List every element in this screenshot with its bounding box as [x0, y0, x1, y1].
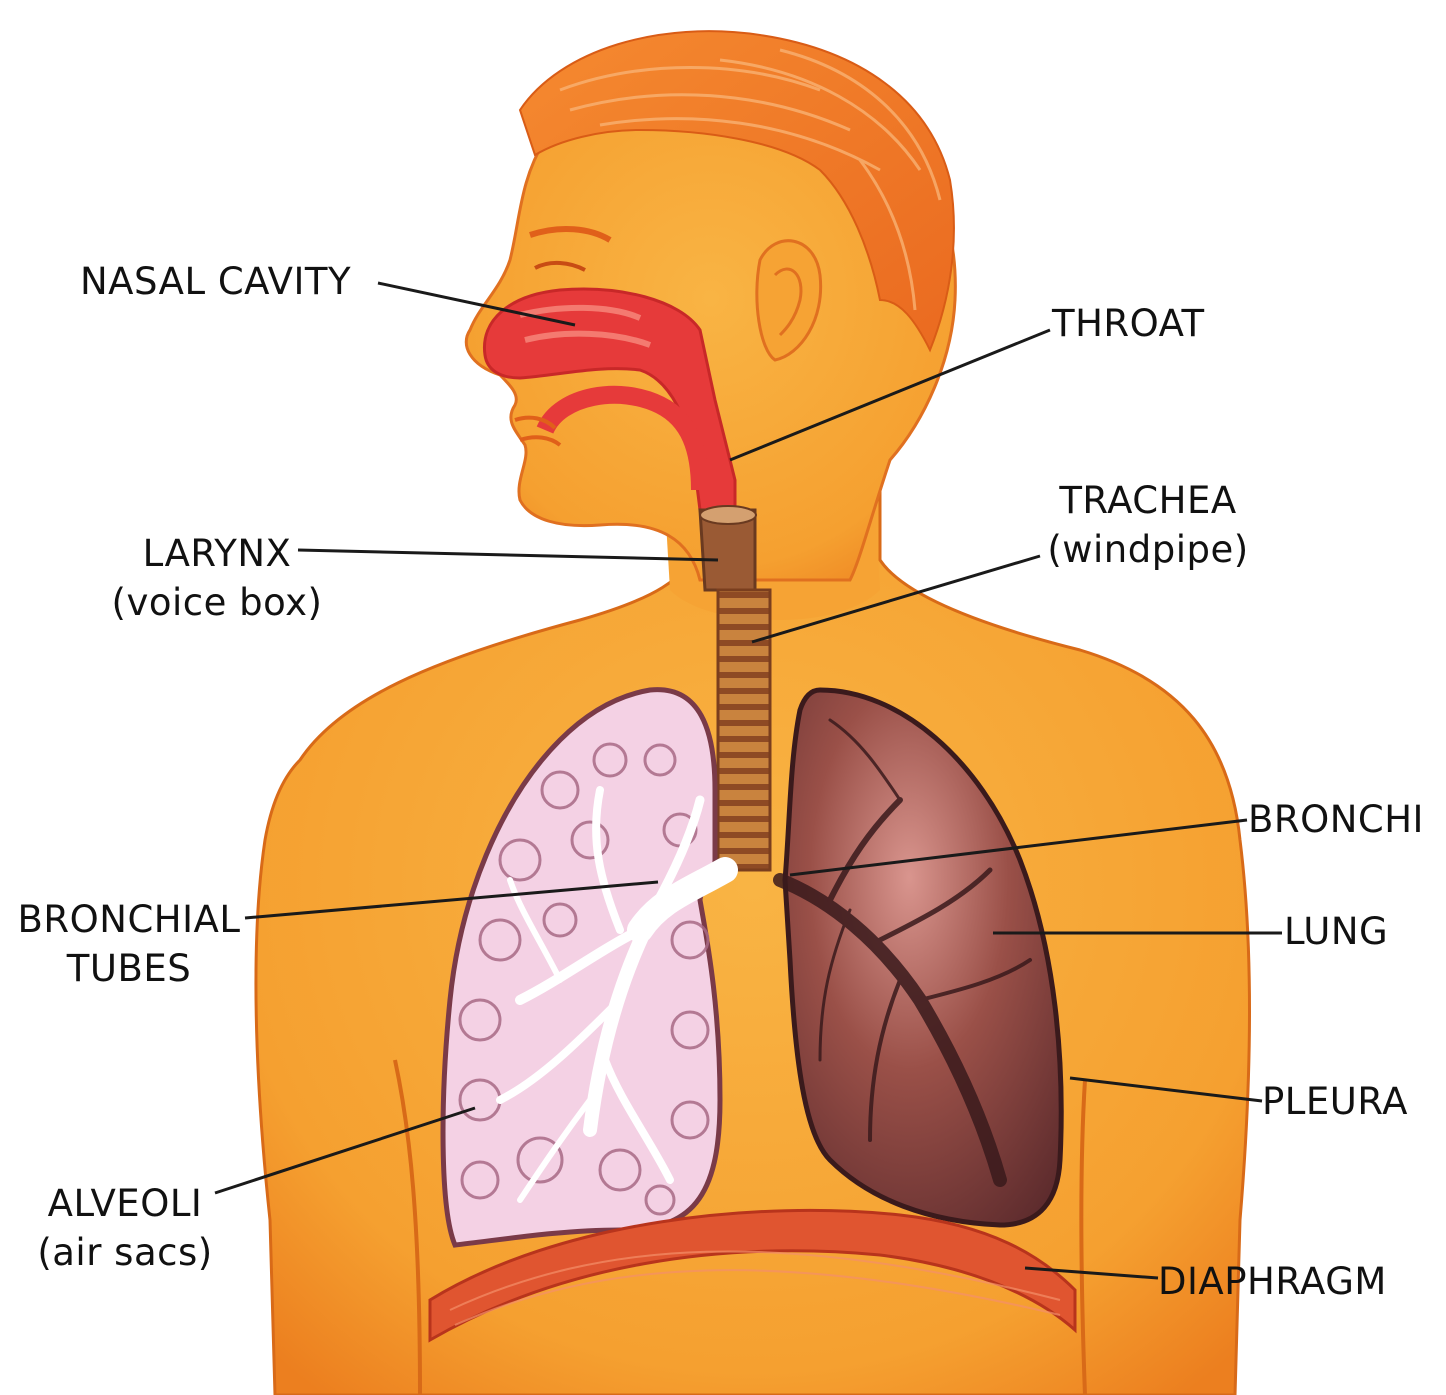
- lung-text: LUNG: [1284, 908, 1388, 957]
- label-lung: LUNG: [1284, 908, 1388, 957]
- label-diaphragm: DIAPHRAGM: [1158, 1258, 1387, 1307]
- label-alveoli: ALVEOLI (air sacs): [30, 1180, 220, 1278]
- bronchial-tubes-line2: TUBES: [6, 945, 252, 994]
- pleura-text: PLEURA: [1262, 1078, 1408, 1127]
- bronchial-tubes-line1: BRONCHIAL: [6, 896, 252, 945]
- alveoli-subtext: (air sacs): [30, 1229, 220, 1278]
- label-bronchi: BRONCHI: [1248, 796, 1424, 845]
- label-nasal-cavity: NASAL CAVITY: [80, 258, 351, 307]
- nasal-cavity-text: NASAL CAVITY: [80, 258, 351, 307]
- alveoli-text: ALVEOLI: [30, 1180, 220, 1229]
- larynx-top: [700, 506, 756, 524]
- label-throat: THROAT: [1052, 300, 1205, 349]
- leader-larynx: [298, 550, 718, 560]
- label-larynx: LARYNX (voice box): [106, 530, 328, 628]
- label-pleura: PLEURA: [1262, 1078, 1408, 1127]
- label-trachea: TRACHEA (windpipe): [1040, 477, 1256, 575]
- larynx-subtext: (voice box): [106, 579, 328, 628]
- trachea-subtext: (windpipe): [1040, 526, 1256, 575]
- trachea-text: TRACHEA: [1040, 477, 1256, 526]
- bronchi-text: BRONCHI: [1248, 796, 1424, 845]
- label-bronchial-tubes: BRONCHIAL TUBES: [6, 896, 252, 994]
- throat-text: THROAT: [1052, 300, 1205, 349]
- larynx-text: LARYNX: [106, 530, 328, 579]
- diaphragm-text: DIAPHRAGM: [1158, 1258, 1387, 1307]
- trachea-shape: [718, 590, 770, 870]
